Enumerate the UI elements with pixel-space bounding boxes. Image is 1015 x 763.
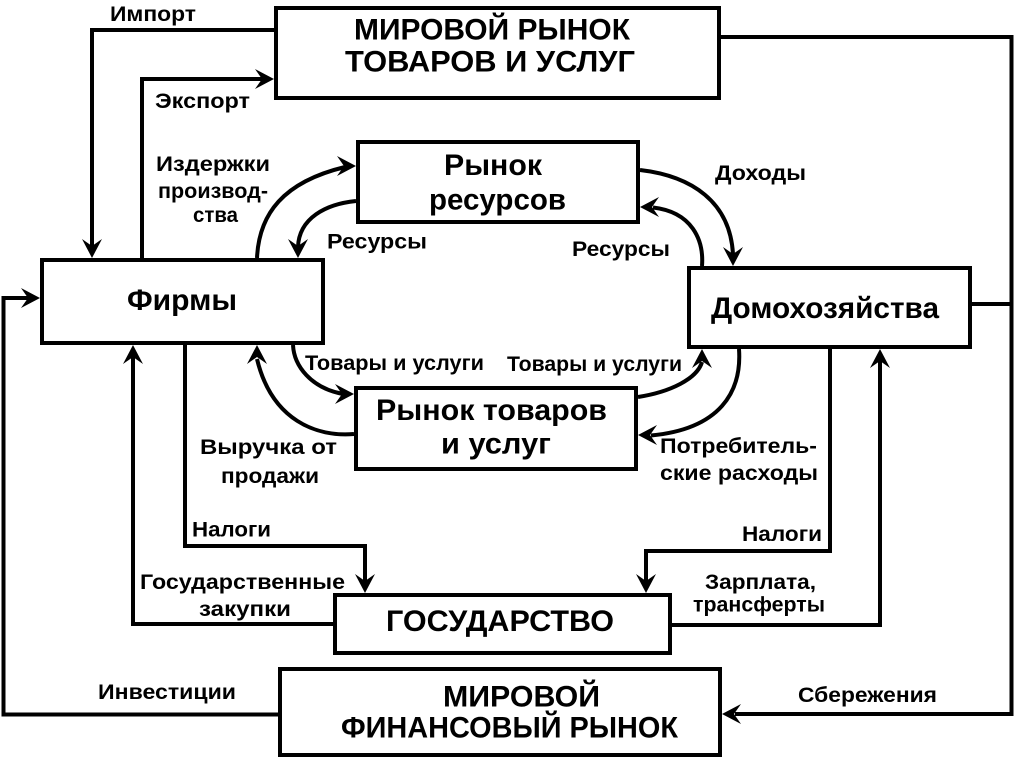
svg-text:ресурсов: ресурсов: [429, 184, 566, 217]
svg-text:ства: ства: [193, 204, 238, 227]
svg-text:ТОВАРОВ И УСЛУГ: ТОВАРОВ И УСЛУГ: [345, 46, 635, 79]
svg-text:Ресурсы: Ресурсы: [327, 231, 427, 254]
svg-text:Фирмы: Фирмы: [127, 284, 237, 317]
svg-text:трансферты: трансферты: [693, 594, 825, 617]
svg-text:Рынок товаров: Рынок товаров: [376, 394, 607, 427]
svg-text:Зарплата,: Зарплата,: [705, 571, 816, 594]
svg-text:Товары и услуги: Товары и услуги: [507, 353, 682, 376]
svg-text:и услуг: и услуг: [441, 428, 551, 461]
svg-text:ФИНАНСОВЫЙ РЫНОК: ФИНАНСОВЫЙ РЫНОК: [341, 711, 679, 745]
svg-text:производ-: производ-: [158, 180, 268, 203]
svg-text:Импорт: Импорт: [110, 3, 196, 26]
svg-text:МИРОВОЙ: МИРОВОЙ: [443, 680, 600, 714]
svg-text:ские расходы: ские расходы: [660, 462, 818, 485]
svg-text:Налоги: Налоги: [742, 523, 822, 546]
svg-text:Экспорт: Экспорт: [155, 90, 250, 113]
svg-text:Государственные: Государственные: [140, 571, 345, 594]
svg-text:Налоги: Налоги: [192, 519, 271, 542]
svg-text:Сбережения: Сбережения: [798, 684, 937, 707]
svg-text:Потребитель-: Потребитель-: [660, 435, 817, 458]
svg-text:Издержки: Издержки: [156, 153, 270, 176]
svg-text:закупки: закупки: [199, 598, 291, 621]
svg-text:Товары и услуги: Товары и услуги: [305, 352, 484, 375]
svg-text:Домохозяйства: Домохозяйства: [711, 292, 939, 325]
svg-text:ГОСУДАРСТВО: ГОСУДАРСТВО: [386, 605, 614, 638]
svg-text:Инвестиции: Инвестиции: [98, 681, 236, 704]
svg-text:Доходы: Доходы: [715, 162, 806, 185]
svg-text:Выручка от: Выручка от: [200, 436, 337, 459]
svg-text:продажи: продажи: [221, 465, 319, 488]
svg-text:Рынок: Рынок: [444, 149, 543, 182]
svg-text:Ресурсы: Ресурсы: [572, 238, 670, 261]
svg-text:МИРОВОЙ РЫНОК: МИРОВОЙ РЫНОК: [354, 13, 631, 47]
